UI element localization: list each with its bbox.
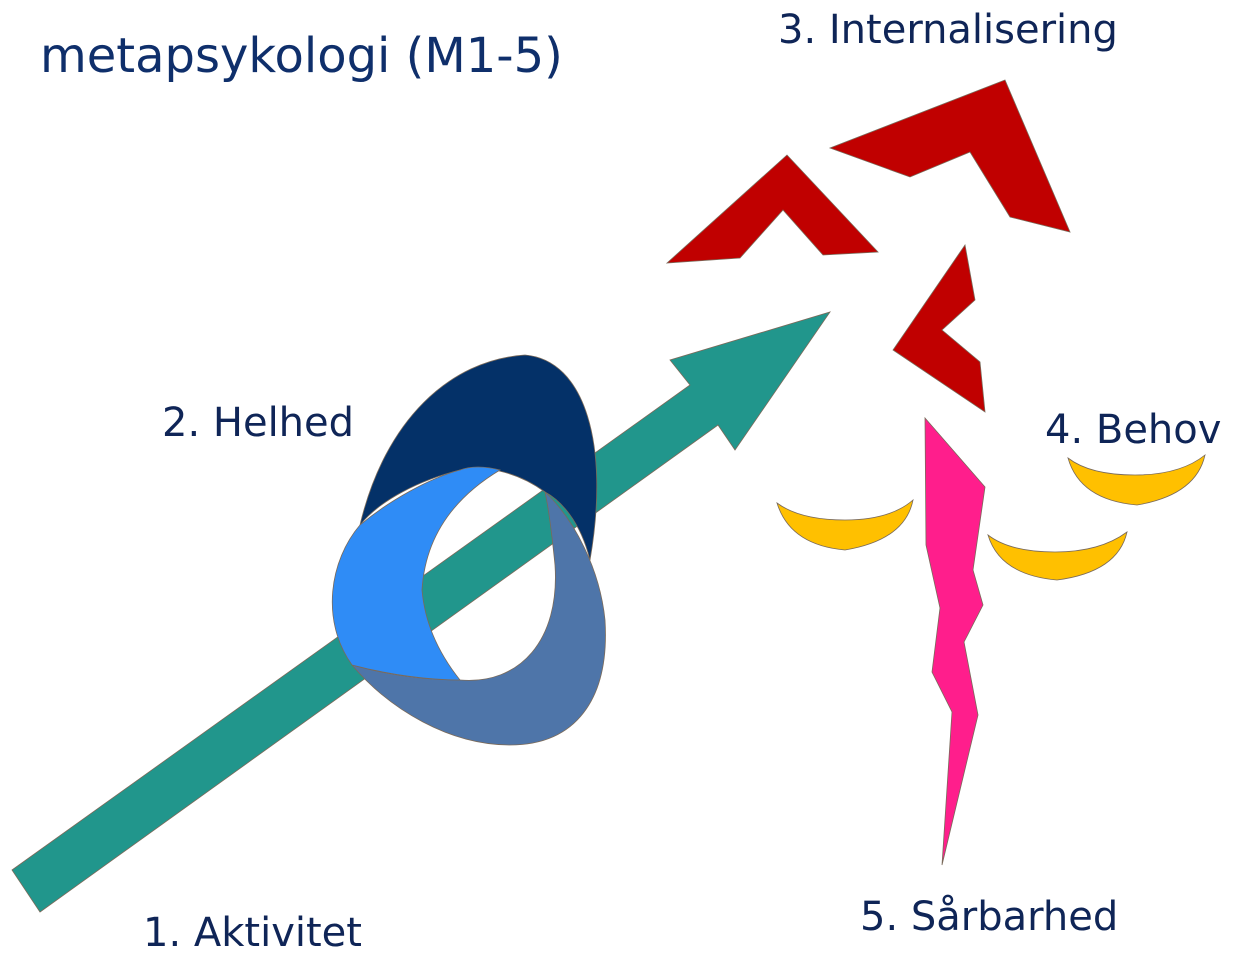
wholeness-ring bbox=[331, 354, 606, 746]
cup-shape bbox=[987, 531, 1128, 581]
internalization-chevrons bbox=[665, 79, 1071, 413]
ring-band-light bbox=[331, 466, 502, 681]
ring-band-mid bbox=[350, 490, 606, 746]
cup-shape bbox=[776, 498, 914, 551]
cup-shape bbox=[1067, 453, 1206, 506]
chevron-shape bbox=[892, 243, 986, 413]
chevron-shape bbox=[665, 154, 879, 264]
wholeness-label: 2. Helhed bbox=[162, 400, 355, 446]
need-cups bbox=[776, 453, 1206, 581]
page-title: metapsykologi (M1-5) bbox=[40, 28, 563, 84]
need-label: 4. Behov bbox=[1045, 407, 1222, 453]
vulnerability-lightning bbox=[924, 416, 986, 866]
chevron-shape bbox=[828, 79, 1071, 233]
vulnerability-label: 5. Sårbarhed bbox=[860, 894, 1119, 940]
activity-label: 1. Aktivitet bbox=[143, 910, 362, 956]
internalization-label: 3. Internalisering bbox=[778, 7, 1118, 53]
